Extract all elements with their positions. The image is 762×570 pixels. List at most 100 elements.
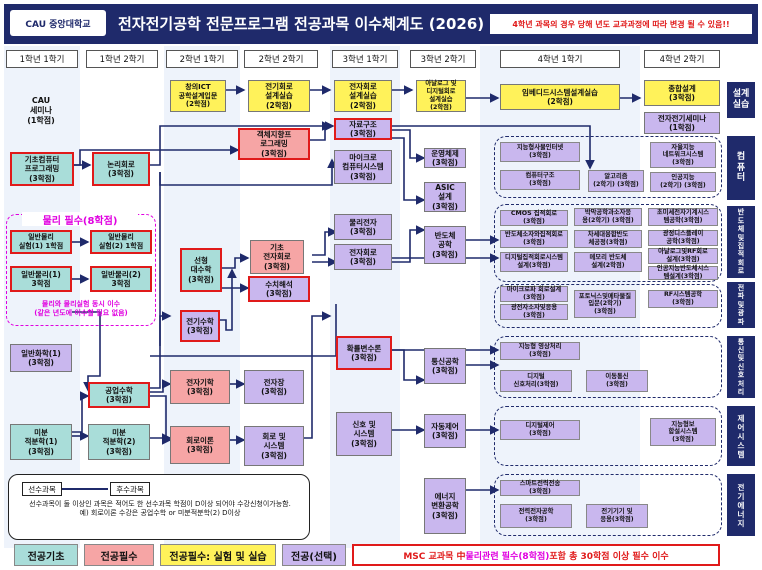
course-circuit-system[interactable]: 회로 및 시스템 (3학점) [244, 426, 304, 466]
side-label-power: 전 기 에 너 지 [727, 474, 755, 536]
semester-1-2: 1학년 2학기 [86, 50, 158, 68]
course-circuit-lab[interactable]: 전기회로 설계실습 (2학점) [248, 80, 310, 112]
side-label-semiconductor: 반 도 체 및 집 적 회 로 [727, 206, 755, 278]
course-probability[interactable]: 확률변수론 (3학점) [336, 336, 392, 370]
course-analog-lab[interactable]: 아날로그 및 디지털회로 설계실습 (2학점) [416, 80, 466, 112]
course-algorithm[interactable]: 알고리즘 (2학기) (3학점) [588, 170, 644, 192]
course-microwave[interactable]: 마이크로파 회로설계 (3학점) [500, 286, 568, 302]
side-label-comm: 통 신 및 신 호 처 리 [727, 336, 755, 398]
group-control [494, 406, 722, 466]
course-linear-algebra[interactable]: 선형 대수학 (3학점) [180, 248, 222, 292]
course-auto-control[interactable]: 자동제어 (3학점) [424, 414, 466, 448]
course-asic[interactable]: ASIC 설계 (3학점) [424, 182, 466, 212]
course-operating-system[interactable]: 운영체제 (3학점) [424, 148, 466, 168]
course-physics-lab1[interactable]: 일반물리 실험(1) 1학점 [10, 230, 72, 254]
course-numerical-analysis[interactable]: 수치해석 (3학점) [248, 276, 310, 302]
course-em-field[interactable]: 전자장 (3학점) [244, 370, 304, 404]
course-electronic-circuit[interactable]: 전자회로 (3학점) [334, 244, 392, 270]
course-data-structure[interactable]: 자료구조 (3학점) [334, 118, 392, 140]
group-semiconductor [494, 204, 722, 282]
course-logic-circuit[interactable]: 논리회로 (3학점) [92, 152, 150, 186]
semester-4-1: 4학년 1학기 [500, 50, 620, 68]
course-communication[interactable]: 통신공학 (3학점) [424, 348, 466, 384]
course-ai-semi[interactable]: 인공지능반도체시스 템설계(3학점) [648, 265, 718, 280]
course-signal-system[interactable]: 신호 및 시스템 (3학점) [336, 412, 392, 456]
course-physics2[interactable]: 일반물리(2) 3학점 [90, 266, 152, 292]
legend-elective: 전공(선택) [282, 544, 346, 566]
course-general-chemistry[interactable]: 일반화학(1) (3학점) [10, 344, 72, 372]
course-semi-device[interactable]: 반도체소자와집적회로 (3학점) [500, 230, 568, 248]
lane-2-1 [164, 46, 240, 548]
physics-title: 물리 필수(8학점) [22, 212, 138, 227]
course-electromagnetics[interactable]: 전자기학 (3학점) [170, 370, 230, 404]
msc-prefix: MSC 교과목 中 [403, 551, 466, 562]
course-microcomputer[interactable]: 마이크로 컴퓨터시스템 (3학점) [334, 150, 392, 184]
course-analog-rf[interactable]: 아날로그및RF회로 설계(3학점) [648, 248, 718, 264]
course-ee-seminar[interactable]: 전자전기세미나 (1학점) [644, 112, 720, 134]
legend-base: 전공기초 [14, 544, 78, 566]
semester-3-2: 3학년 2학기 [410, 50, 476, 68]
cau-logo: CAU 중앙대학교 [10, 10, 106, 36]
lane-1-1 [4, 46, 80, 548]
course-oop[interactable]: 객체지향프 로그래밍 (3학점) [238, 128, 310, 160]
prereq-to-label: 후수과목 [110, 482, 150, 496]
course-photonics[interactable]: 포토닉스및메타물질 입문(2학기) (3학점) [574, 290, 636, 318]
course-solid-state[interactable]: 물리전자 (3학점) [334, 214, 392, 240]
course-electric-math[interactable]: 전기수학 (3학점) [180, 310, 220, 342]
semester-3-1: 3학년 1학기 [332, 50, 398, 68]
course-digital-control[interactable]: 디지털제어 (3학점) [500, 420, 580, 440]
course-electric-machines[interactable]: 전기기기 및 응용(3학점) [586, 504, 648, 528]
semester-1-1: 1학년 1학기 [6, 50, 78, 68]
side-label-design-lab: 설계 실습 [727, 82, 755, 118]
course-circuit-theory[interactable]: 회로이론 (3학점) [170, 426, 230, 464]
course-basic-electronic-circuit[interactable]: 기초 전자회로 (3학점) [250, 240, 304, 274]
course-physics1[interactable]: 일반물리(1) 3학점 [10, 266, 72, 292]
group-computer [494, 136, 722, 198]
course-thin-film[interactable]: 박막공학과소자응 용(2학기) (3학점) [574, 208, 642, 226]
course-dsp[interactable]: 디지털 신호처리(3학점) [500, 370, 572, 392]
semester-4-2: 4학년 2학기 [644, 50, 720, 68]
group-power [494, 474, 722, 536]
course-basic-programming[interactable]: 기초컴퓨터 프로그래밍 (3학점) [10, 152, 74, 186]
course-energy-conversion[interactable]: 에너지 변환공학 (3학점) [424, 478, 466, 534]
course-mobile-comm[interactable]: 이동통신 (3학점) [586, 370, 648, 392]
course-digital-ic-design[interactable]: 디지털집적회로시스템 설계(3학점) [500, 252, 568, 272]
course-iot[interactable]: 지능형사물인터넷 (3학점) [500, 142, 580, 162]
course-ai[interactable]: 인공지능 (2학기) (3학점) [650, 172, 716, 192]
course-electronic-lab[interactable]: 전자회로 설계실습 (2학점) [334, 80, 392, 112]
course-mems[interactable]: 초미세전자기계시스 템공학(3학점) [648, 208, 718, 226]
course-capstone[interactable]: 종합설계 (3학점) [644, 80, 720, 106]
course-autonomous-network[interactable]: 자율지능 네트워크시스템 (3학점) [650, 142, 716, 168]
legend-required: 전공필수 [84, 544, 154, 566]
prereq-explanation: 선수과목이 둘 이상인 과목은 적어도 한 선수과목 학점이 D이상 되어야 수… [29, 500, 291, 518]
prereq-from-label: 선수과목 [22, 482, 62, 496]
semester-2-2: 2학년 2학기 [244, 50, 318, 68]
group-comm [494, 336, 722, 398]
course-intelligent-image[interactable]: 지능형 영상처리 (3학점) [500, 342, 580, 360]
side-label-computer: 컴 퓨 터 [727, 136, 755, 200]
course-memory-design[interactable]: 메모리 반도체 설계(2학점) [574, 252, 642, 272]
physics-note: 물리와 물리실험 동시 이수 (같은 년도에 이수할 필요 없음) [34, 300, 128, 317]
course-computer-architecture[interactable]: 컴퓨터구조 (3학점) [500, 170, 580, 190]
course-semiconductor[interactable]: 반도체 공학 (3학점) [424, 226, 466, 264]
course-calculus1[interactable]: 미분 적분학(1) (3학점) [10, 424, 72, 460]
legend-msc-requirement: MSC 교과목 中 물리관련 필수(8학점) 포함 총 30학점 이상 필수 이… [352, 544, 720, 566]
side-label-wave: 전 파 및 광 파 [727, 282, 755, 328]
course-cau-seminar[interactable]: CAU 세미나 (1학점) [27, 96, 55, 125]
course-rf-system[interactable]: RF시스템공학 (3학점) [648, 290, 718, 308]
msc-physics: 물리관련 필수(8학점) [465, 551, 550, 562]
course-smart-power[interactable]: 스마트전력전송 (3학점) [500, 480, 580, 496]
course-optoelectronics[interactable]: 광전자소자및응용 (3학점) [500, 304, 568, 320]
course-embedded-lab[interactable]: 임베디드시스템설계실습 (2학점) [500, 84, 620, 110]
course-engineering-math[interactable]: 공업수학 (3학점) [88, 382, 150, 408]
course-display[interactable]: 광정디스플레이 공학(3학점) [648, 230, 718, 246]
course-power-electronics[interactable]: 전력전자공학 (3학점) [500, 504, 572, 528]
course-physics-lab2[interactable]: 일반물리 실험(2) 1학점 [90, 230, 152, 254]
course-cmos[interactable]: CMOS 집적회로 (3학점) [500, 210, 568, 226]
course-ict-design[interactable]: 창의ICT 공학설계입문 (2학점) [170, 80, 226, 112]
page-title: 전자전기공학 전문프로그램 전공과목 이수체계도 (2026) [118, 14, 485, 33]
course-next-gen-process[interactable]: 차세대융합반도 체공정(3학점) [574, 230, 642, 248]
side-label-control: 제 어 시 스 템 [727, 406, 755, 466]
course-intelligent-fusion[interactable]: 지능형보 합설시스템 (3학점) [650, 418, 716, 446]
course-calculus2[interactable]: 미분 적분학(2) (3학점) [88, 424, 150, 460]
